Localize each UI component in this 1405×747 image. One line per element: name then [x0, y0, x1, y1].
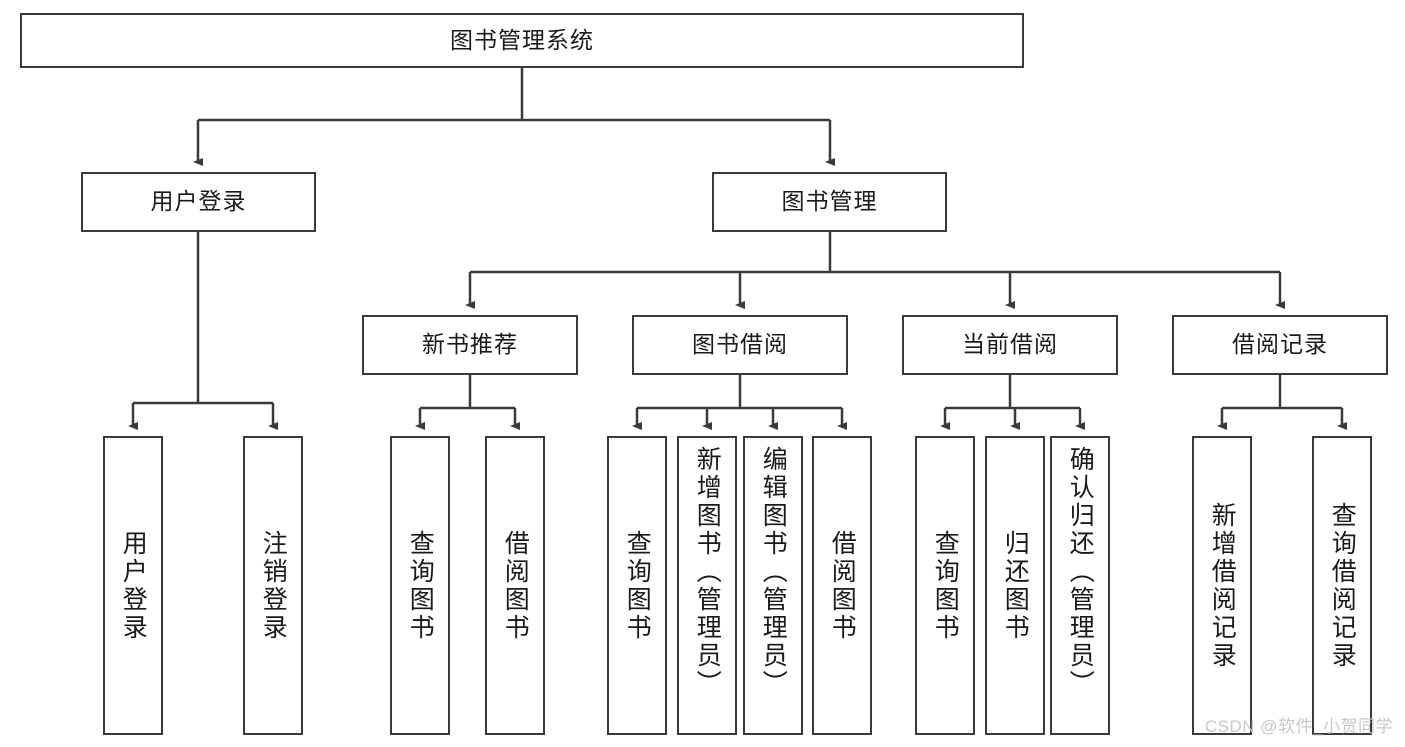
- node-leaf-9-label: 查询图书: [931, 529, 960, 642]
- node-leaf-5[interactable]: 查询图书: [607, 436, 667, 735]
- node-level3-2-label: 图书借阅: [692, 331, 788, 358]
- node-leaf-7-label: 编辑图书（管理员）: [759, 446, 788, 698]
- node-level3-4-label: 借阅记录: [1232, 331, 1328, 358]
- node-root[interactable]: 图书管理系统: [20, 13, 1024, 68]
- node-level2-1[interactable]: 用户登录: [81, 172, 316, 232]
- node-leaf-11[interactable]: 确认归还（管理员）: [1050, 436, 1110, 735]
- node-leaf-13-label: 查询借阅记录: [1328, 501, 1357, 670]
- node-leaf-12-label: 新增借阅记录: [1208, 501, 1237, 670]
- node-level3-1[interactable]: 新书推荐: [362, 315, 578, 375]
- node-leaf-1[interactable]: 用户登录: [103, 436, 163, 735]
- node-leaf-6-label: 新增图书（管理员）: [693, 446, 722, 698]
- node-leaf-9[interactable]: 查询图书: [915, 436, 975, 735]
- watermark: CSDN @软件_小贺同学: [1204, 717, 1393, 736]
- node-level3-3-label: 当前借阅: [962, 331, 1058, 358]
- node-leaf-7[interactable]: 编辑图书（管理员）: [743, 436, 803, 735]
- node-leaf-8-label: 借阅图书: [828, 529, 857, 642]
- node-level3-2[interactable]: 图书借阅: [632, 315, 848, 375]
- node-level2-2[interactable]: 图书管理: [712, 172, 947, 232]
- node-leaf-12[interactable]: 新增借阅记录: [1192, 436, 1252, 735]
- node-leaf-11-label: 确认归还（管理员）: [1066, 446, 1095, 698]
- node-level2-1-label: 用户登录: [150, 188, 247, 215]
- node-leaf-2-label: 注销登录: [259, 529, 288, 642]
- node-leaf-10[interactable]: 归还图书: [985, 436, 1045, 735]
- node-leaf-8[interactable]: 借阅图书: [812, 436, 872, 735]
- node-level2-2-label: 图书管理: [781, 188, 878, 215]
- node-level3-1-label: 新书推荐: [422, 331, 518, 358]
- node-root-label: 图书管理系统: [450, 26, 594, 53]
- node-leaf-4-label: 借阅图书: [501, 529, 530, 642]
- node-leaf-1-label: 用户登录: [119, 529, 148, 642]
- node-level3-4[interactable]: 借阅记录: [1172, 315, 1388, 375]
- node-leaf-13[interactable]: 查询借阅记录: [1312, 436, 1372, 735]
- node-leaf-3[interactable]: 查询图书: [390, 436, 450, 735]
- node-leaf-10-label: 归还图书: [1001, 529, 1030, 642]
- node-leaf-6[interactable]: 新增图书（管理员）: [677, 436, 737, 735]
- node-leaf-2[interactable]: 注销登录: [243, 436, 303, 735]
- node-leaf-5-label: 查询图书: [623, 529, 652, 642]
- node-level3-3[interactable]: 当前借阅: [902, 315, 1118, 375]
- node-leaf-3-label: 查询图书: [406, 529, 435, 642]
- node-leaf-4[interactable]: 借阅图书: [485, 436, 545, 735]
